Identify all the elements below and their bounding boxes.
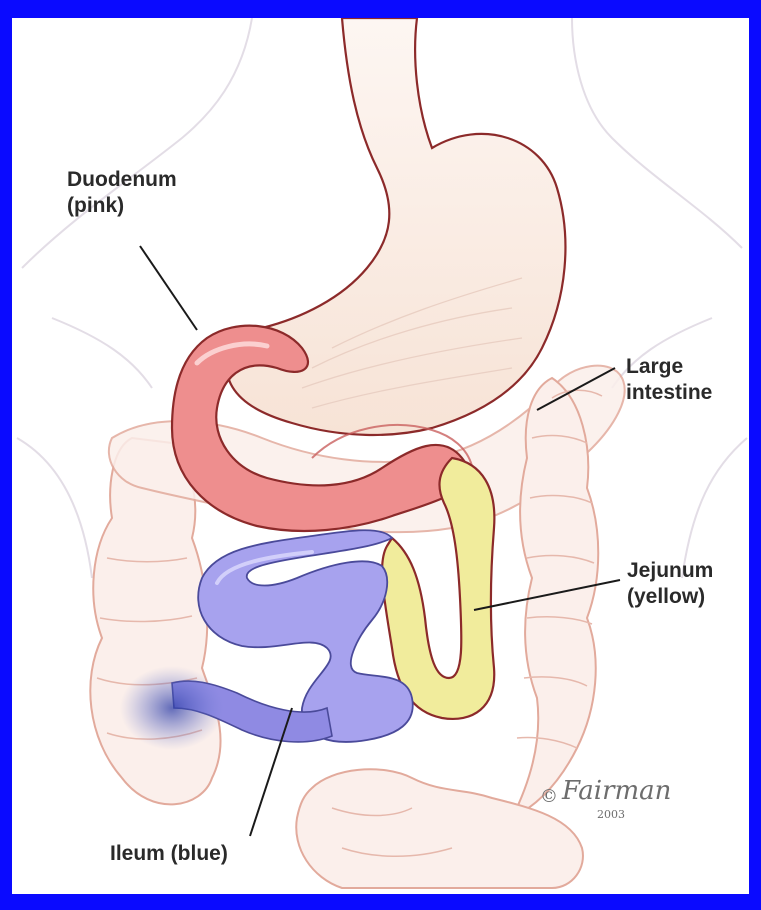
stomach <box>227 18 565 435</box>
jejunum-label: Jejunum (yellow) <box>627 558 713 610</box>
jejunum-label-line1: Jejunum <box>627 558 713 584</box>
ileum-label-line1: Ileum (blue) <box>110 841 228 867</box>
signature-year: 2003 <box>597 808 625 821</box>
duodenum-label: Duodenum (pink) <box>67 167 177 219</box>
duodenum-label-line1: Duodenum <box>67 167 177 193</box>
jejunum-label-line2: (yellow) <box>627 584 713 610</box>
artist-signature: Fairman <box>562 776 671 806</box>
duodenum-label-line2: (pink) <box>67 193 177 219</box>
digestive-system-illustration <box>12 18 749 894</box>
large-intestine-label: Large intestine <box>626 354 712 406</box>
ileum-label: Ileum (blue) <box>110 841 228 867</box>
ileocecal-valve <box>120 666 224 750</box>
large-intestine-label-line1: Large <box>626 354 712 380</box>
copyright-symbol: © <box>540 786 558 807</box>
large-intestine-label-line2: intestine <box>626 380 712 406</box>
